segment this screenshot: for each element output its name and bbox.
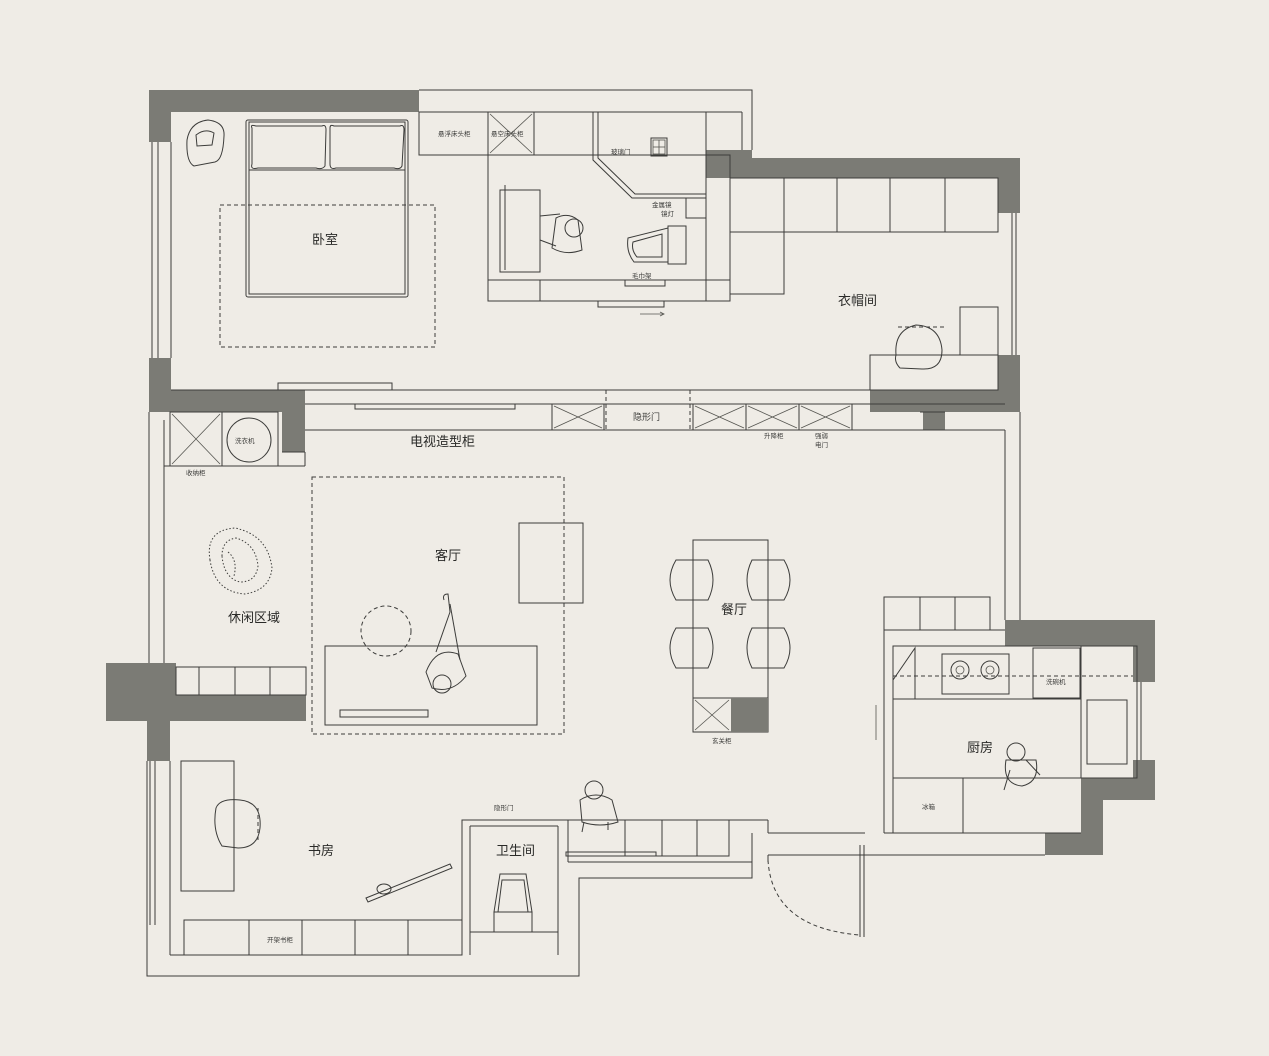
study (180, 760, 463, 956)
label-mirror-light: 镜灯 (661, 209, 675, 218)
small-labels: 悬浮床头柜 悬空床头柜 玻璃门 金属镜 镜灯 毛巾架 隐形门 洗衣机 收纳柜 升… (186, 129, 1066, 944)
label-storage-cabinet: 收纳柜 (186, 468, 206, 477)
leisure-area (164, 411, 307, 696)
cloakroom (729, 177, 999, 413)
room-labels: 卧室 衣帽间 客厅 餐厅 休闲区域 厨房 书房 卫生间 电视造型柜 (228, 232, 993, 859)
room-label-study: 书房 (308, 843, 334, 859)
label-washer: 洗衣机 (235, 436, 255, 445)
tv-cabinet-label: 电视造型柜 (410, 435, 475, 450)
label-metal-mirror: 金属镜 (652, 200, 672, 209)
room-label-leisure: 休闲区域 (228, 611, 280, 626)
label-shoe-cabinet: 玄关柜 (712, 736, 732, 745)
tv-wall (354, 389, 853, 431)
label-open-bookshelf: 开架书柜 (267, 935, 294, 944)
bathroom (470, 873, 558, 933)
room-label-dining: 餐厅 (721, 602, 747, 618)
label-meter-box-1: 强弱 (815, 432, 828, 440)
label-top-cabinet: 悬空床头柜 (491, 129, 524, 138)
label-dishwasher: 洗碗机 (1046, 677, 1066, 686)
bedroom (186, 111, 535, 391)
label-meter-box-2: 电门 (815, 440, 828, 449)
hall-cabinets (565, 780, 730, 857)
label-fridge: 冰箱 (922, 802, 936, 811)
room-label-bedroom: 卧室 (312, 232, 338, 248)
room-label-living: 客厅 (435, 548, 461, 564)
room-label-bathroom: 卫生间 (496, 844, 535, 859)
label-lift-cabinet: 升降柜 (764, 431, 784, 440)
label-suspended-bedside: 悬浮床头柜 (438, 129, 471, 138)
ensuite (487, 112, 731, 317)
label-towel-rack: 毛巾架 (632, 271, 652, 280)
room-label-cloakroom: 衣帽间 (838, 293, 877, 309)
living-room (311, 476, 584, 735)
dining-room (669, 539, 791, 733)
outlines (146, 89, 1142, 977)
label-hidden-door-bottom: 隐形门 (494, 803, 514, 812)
room-label-kitchen: 厨房 (967, 740, 993, 756)
walls (106, 90, 1155, 855)
entry-door (767, 855, 861, 936)
label-glass-door: 玻璃门 (611, 147, 631, 156)
kitchen (875, 596, 1138, 834)
label-hidden-door-top: 隐形门 (633, 411, 660, 423)
